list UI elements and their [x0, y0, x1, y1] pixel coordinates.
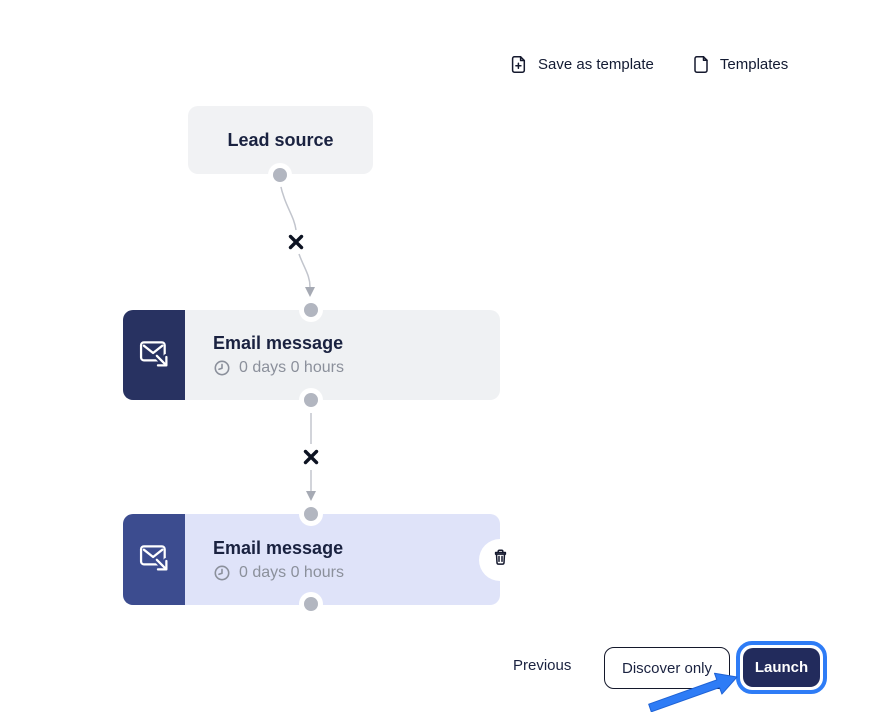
save-as-template-button[interactable]: Save as template [508, 54, 654, 75]
save-as-template-label: Save as template [538, 56, 654, 73]
delete-node-button[interactable] [479, 538, 521, 581]
connector-port-dot[interactable] [268, 163, 292, 187]
file-icon [692, 54, 711, 75]
email-node-delay-text: 0 days 0 hours [239, 359, 344, 376]
connector-port-dot[interactable] [299, 298, 323, 322]
connector-line [279, 182, 297, 231]
file-plus-icon [508, 54, 529, 75]
email-message-node-2[interactable]: Email message 0 days 0 hours [123, 514, 521, 605]
email-node-delay: 0 days 0 hours [213, 359, 500, 377]
connector-port-dot[interactable] [299, 388, 323, 412]
lead-source-title: Lead source [227, 129, 334, 150]
email-message-node-1[interactable]: Email message 0 days 0 hours [123, 310, 500, 400]
previous-button[interactable]: Previous [513, 657, 572, 674]
mail-send-icon [136, 539, 172, 580]
discover-only-button[interactable]: Discover only [604, 647, 730, 689]
templates-button[interactable]: Templates [692, 54, 788, 75]
email-node-delay-text: 0 days 0 hours [239, 563, 344, 581]
connector-arrowhead-icon [305, 287, 315, 297]
trash-icon [490, 547, 511, 573]
email-node-icon-block [123, 310, 185, 400]
connector-line [298, 253, 311, 288]
email-node-body: Email message 0 days 0 hours [185, 310, 500, 400]
launch-highlight-ring: Launch [736, 641, 827, 694]
header-actions: Save as template Templates [508, 54, 788, 75]
remove-connection-icon[interactable] [288, 234, 304, 250]
email-node-title: Email message [213, 537, 344, 558]
connector-arrowhead-icon [306, 491, 316, 501]
remove-connection-icon[interactable] [303, 449, 319, 465]
email-node-icon-block [123, 514, 185, 605]
email-node-delay: 0 days 0 hours [213, 564, 500, 582]
connector-port-dot[interactable] [299, 502, 323, 526]
clock-icon [213, 564, 231, 582]
email-node-title: Email message [213, 333, 344, 353]
connector-port-dot[interactable] [299, 592, 323, 616]
clock-icon [213, 359, 231, 377]
templates-label: Templates [719, 56, 789, 73]
mail-send-icon [136, 335, 172, 376]
email-node-body: Email message 0 days 0 hours [185, 514, 500, 605]
lead-source-node[interactable]: Lead source [188, 106, 373, 174]
launch-button[interactable]: Launch [743, 648, 820, 687]
